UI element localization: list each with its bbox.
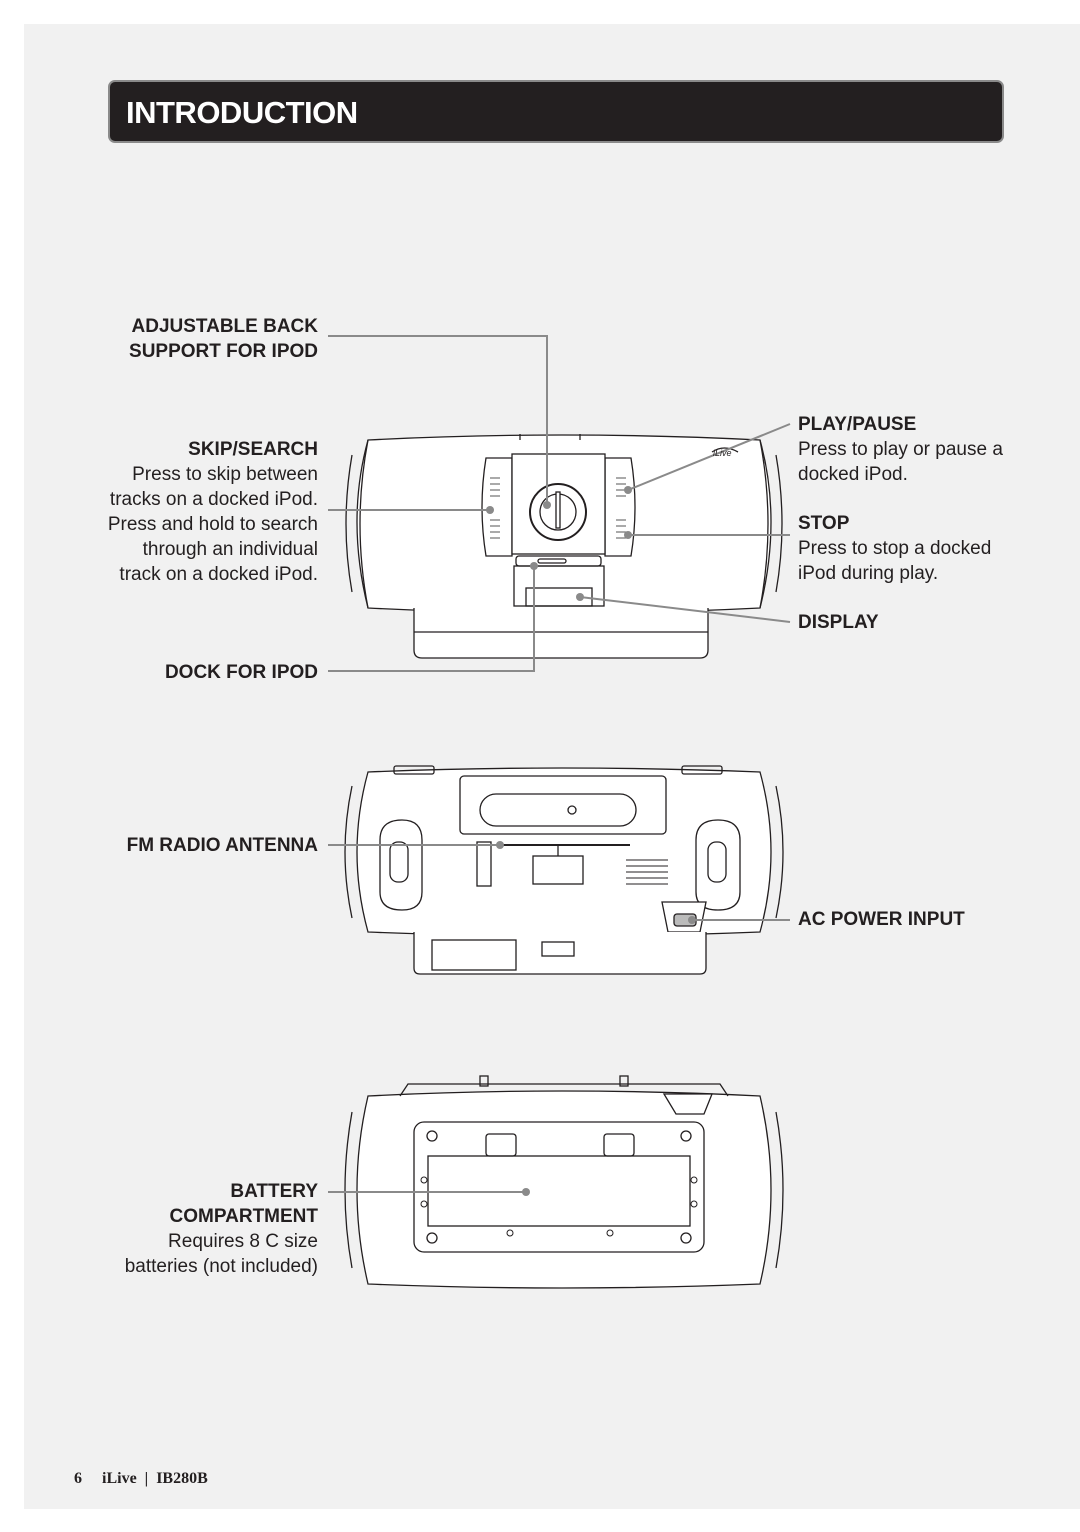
label-desc: track on a docked iPod. <box>119 564 318 585</box>
label-fm-antenna: FM RADIO ANTENNA <box>60 833 318 858</box>
footer-brand: iLive <box>102 1470 137 1487</box>
label-desc: Requires 8 C size <box>168 1231 318 1252</box>
label-play-pause: PLAY/PAUSE Press to play or pause a dock… <box>798 412 1058 487</box>
label-ac-power: AC POWER INPUT <box>798 907 1058 932</box>
label-desc: Press to play or pause a <box>798 439 1003 460</box>
label-title: ADJUSTABLE BACK <box>131 316 318 337</box>
label-dock: DOCK FOR IPOD <box>60 660 318 685</box>
label-title: STOP <box>798 513 850 534</box>
label-title: COMPARTMENT <box>169 1206 318 1227</box>
label-title: FM RADIO ANTENNA <box>126 835 318 856</box>
section-header: INTRODUCTION <box>108 80 1004 143</box>
label-title: AC POWER INPUT <box>798 909 965 930</box>
ilive-logo: iLive <box>713 448 732 458</box>
label-title: BATTERY <box>230 1181 318 1202</box>
footer-separator: | <box>144 1470 149 1487</box>
label-desc: tracks on a docked iPod. <box>109 489 318 510</box>
label-battery: BATTERY COMPARTMENT Requires 8 C size ba… <box>60 1179 318 1279</box>
label-desc: through an individual <box>142 539 318 560</box>
label-adjustable-back: ADJUSTABLE BACK SUPPORT FOR IPOD <box>60 314 318 364</box>
front-view-drawing <box>345 434 783 659</box>
page-footer: 6 iLive | IB280B <box>74 1470 208 1488</box>
label-stop: STOP Press to stop a docked iPod during … <box>798 511 1058 586</box>
label-desc: iPod during play. <box>798 563 939 584</box>
footer-model: IB280B <box>156 1470 208 1487</box>
label-skip-search: SKIP/SEARCH Press to skip between tracks… <box>60 437 318 587</box>
section-title: INTRODUCTION <box>126 95 358 130</box>
label-title: DOCK FOR IPOD <box>164 662 318 683</box>
label-title: PLAY/PAUSE <box>798 414 917 435</box>
bottom-view-drawing <box>344 1075 784 1289</box>
leader-lines <box>328 335 791 1193</box>
back-view-drawing <box>344 765 784 975</box>
page-number: 6 <box>74 1470 82 1487</box>
label-desc: Press to stop a docked <box>798 538 992 559</box>
label-desc: batteries (not included) <box>124 1256 318 1277</box>
label-desc: Press and hold to search <box>107 514 318 535</box>
label-title: SKIP/SEARCH <box>188 439 318 460</box>
label-display: DISPLAY <box>798 610 1058 635</box>
leader-dots <box>486 486 696 1196</box>
label-desc: Press to skip between <box>132 464 318 485</box>
label-title: DISPLAY <box>798 612 879 633</box>
label-desc: docked iPod. <box>798 464 908 485</box>
label-title: SUPPORT FOR IPOD <box>129 341 318 362</box>
